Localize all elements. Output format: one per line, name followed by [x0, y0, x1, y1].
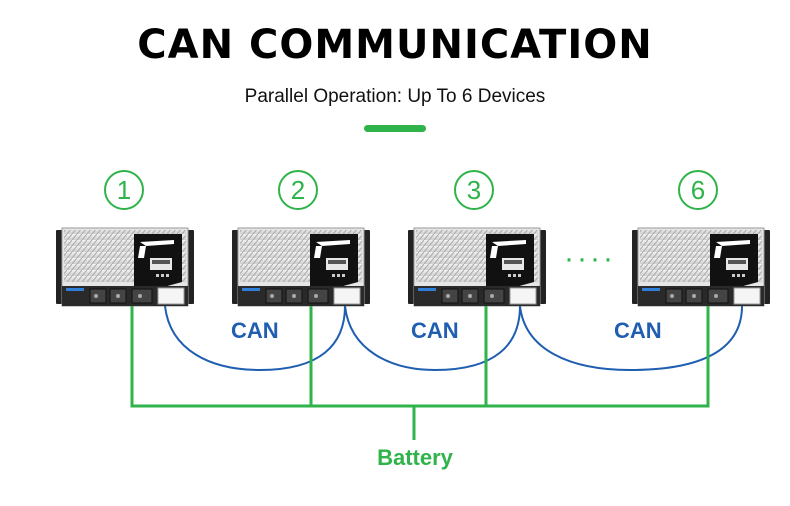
more-devices-ellipsis: ···· [564, 242, 616, 275]
page-subtitle: Parallel Operation: Up To 6 Devices [244, 86, 546, 107]
page-title: CAN COMMUNICATION [137, 22, 653, 68]
device-number-1: 1 [104, 170, 144, 210]
accent-bar [364, 125, 426, 132]
can-cable-3-6 [519, 305, 743, 372]
can-cable-2-3 [344, 305, 521, 372]
inverter-unit-1 [55, 227, 195, 307]
can-label-3: CAN [614, 318, 662, 343]
can-label-1: CAN [231, 318, 279, 343]
can-label-2: CAN [411, 318, 459, 343]
device-number-6: 6 [678, 170, 718, 210]
device-number-3: 3 [454, 170, 494, 210]
can-cable-1-2 [164, 305, 346, 372]
inverter-unit-6 [631, 227, 771, 307]
inverter-unit-3 [407, 227, 547, 307]
device-number-2: 2 [278, 170, 318, 210]
inverter-unit-2 [231, 227, 371, 307]
battery-bus [130, 306, 710, 440]
battery-label: Battery [377, 445, 453, 470]
